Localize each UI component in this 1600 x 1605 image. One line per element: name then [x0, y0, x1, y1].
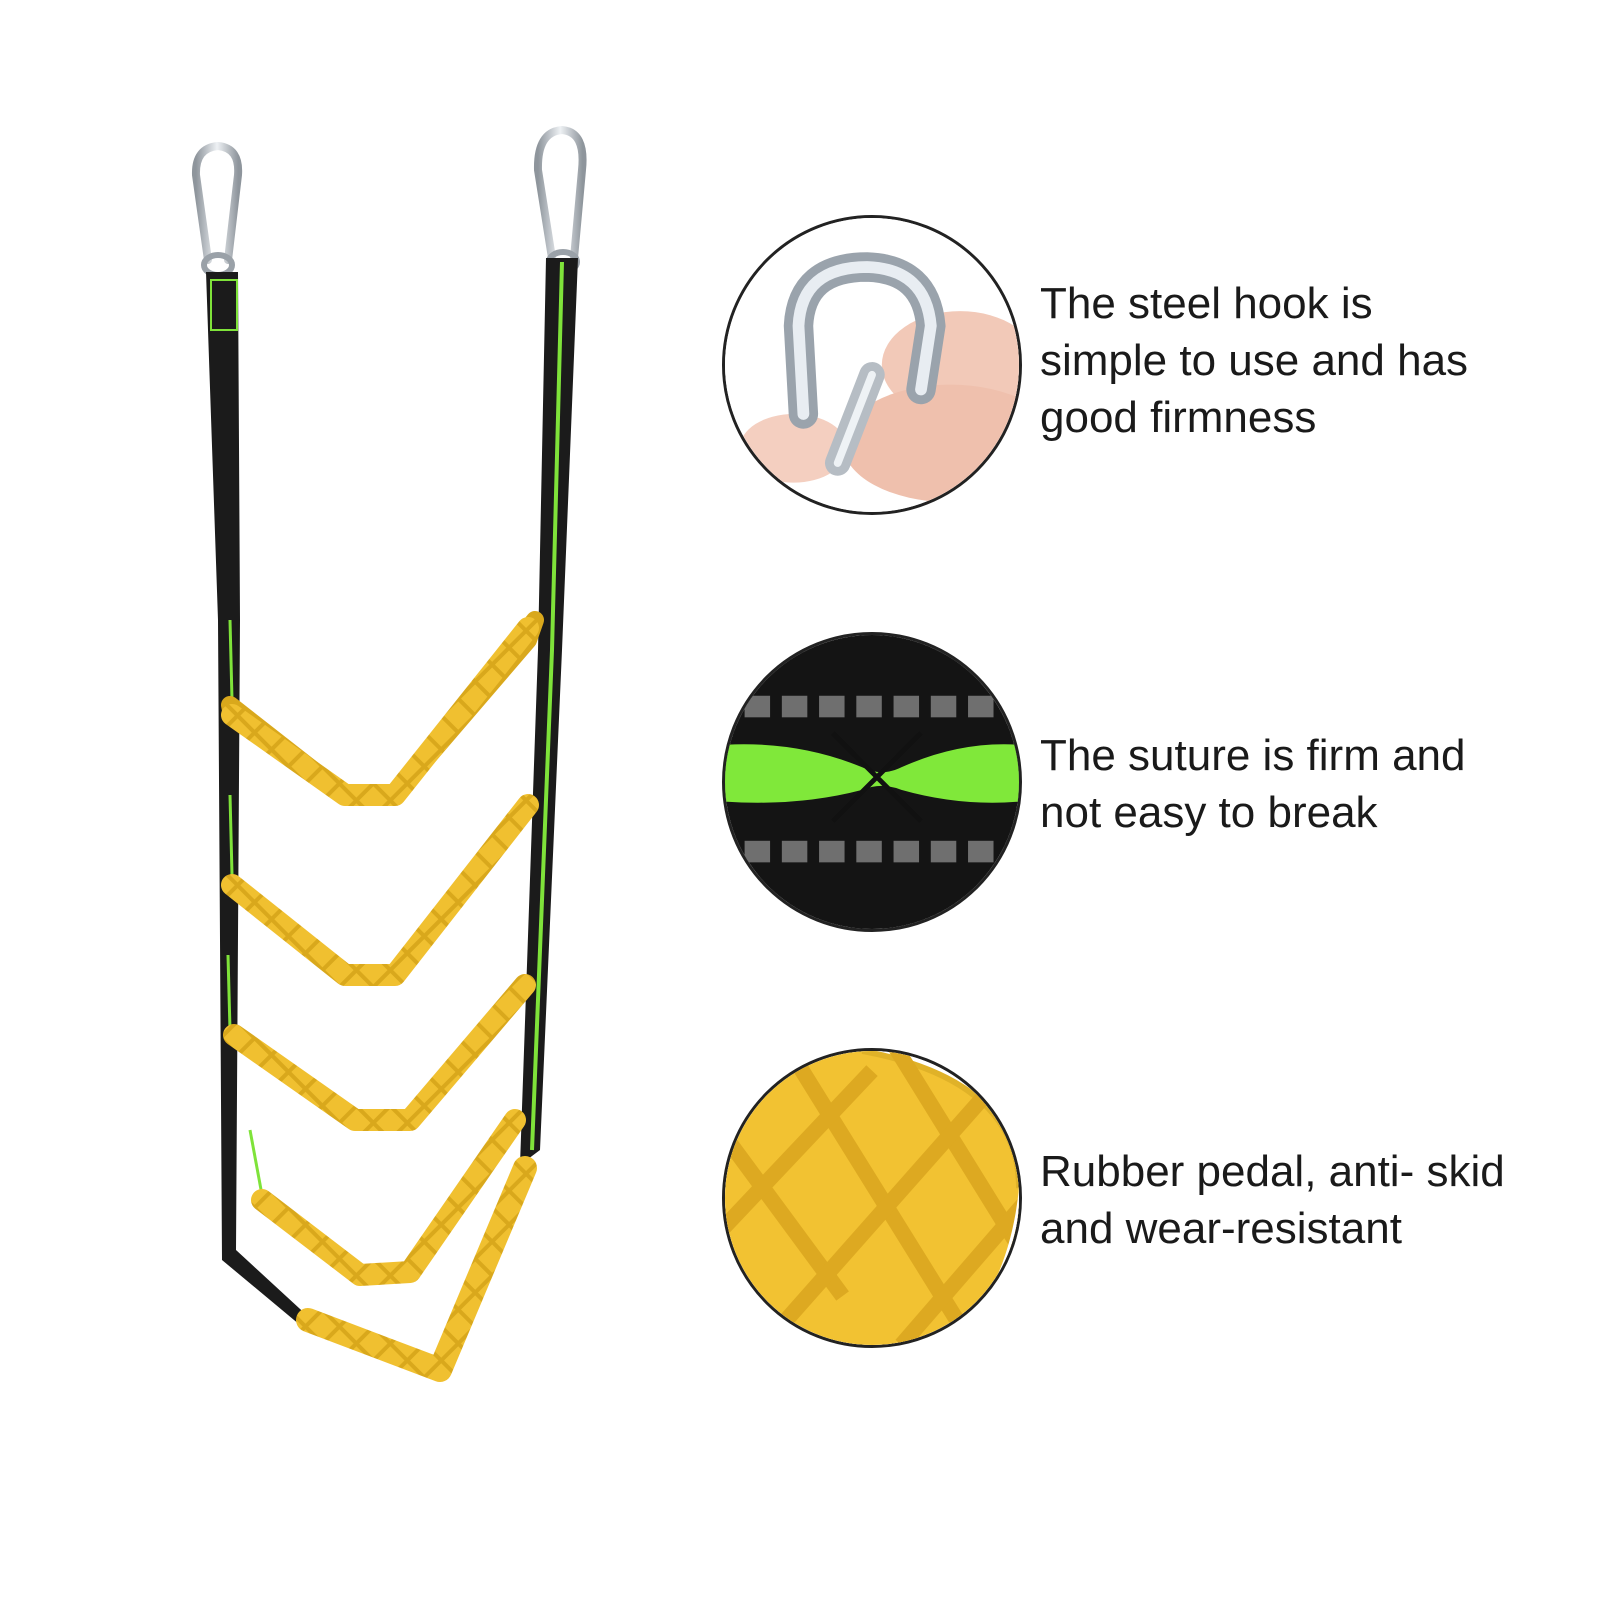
left-strap: [206, 272, 312, 1325]
rung-2: [221, 794, 539, 986]
feature-caption: The steel hook is simple to use and has …: [1040, 279, 1469, 442]
feature-caption: Rubber pedal, anti- skid and wear-resist…: [1040, 1147, 1505, 1253]
rung-5: [296, 1156, 537, 1382]
rung-4: [251, 1109, 526, 1286]
feature-rubber-pedal: Rubber pedal, anti- skid and wear-resist…: [0, 1048, 1600, 1348]
webbing-stitching-closeup-icon: [722, 632, 1022, 932]
rubber-pedal-closeup-icon: [722, 1048, 1022, 1348]
carabiner-hook-closeup-icon: [722, 215, 1022, 515]
feature-caption: The suture is firm and not easy to break: [1040, 731, 1466, 837]
ladder-product-image: [0, 0, 700, 1600]
rung-3: [223, 974, 536, 1131]
strap-ladder-illustration: [191, 125, 587, 1382]
feature-steel-hook: The steel hook is simple to use and has …: [0, 215, 1600, 515]
feature-suture: The suture is firm and not easy to break: [0, 632, 1600, 932]
